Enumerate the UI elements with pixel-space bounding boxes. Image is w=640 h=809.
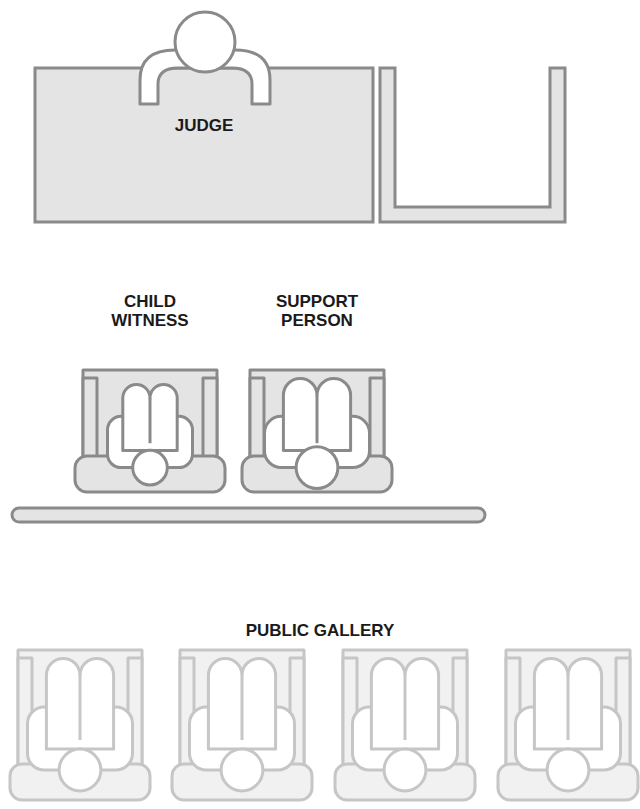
gallery-chair bbox=[172, 650, 312, 800]
seat-label: SUPPORT PERSON bbox=[261, 292, 373, 330]
rail bbox=[12, 508, 485, 522]
judge-bench bbox=[35, 68, 373, 222]
bench-node: JUDGE bbox=[35, 68, 373, 222]
gallery-chair bbox=[10, 650, 150, 800]
support-chair bbox=[242, 370, 392, 492]
judge-head bbox=[175, 12, 235, 72]
witness-chair bbox=[75, 370, 225, 492]
area-label: PUBLIC GALLERY bbox=[170, 621, 470, 640]
gallery-chair bbox=[498, 650, 638, 800]
gallery-chair bbox=[335, 650, 475, 800]
seat-label: CHILD WITNESS bbox=[94, 292, 206, 330]
node-text: JUDGE bbox=[35, 116, 373, 135]
witness-box bbox=[380, 68, 565, 222]
